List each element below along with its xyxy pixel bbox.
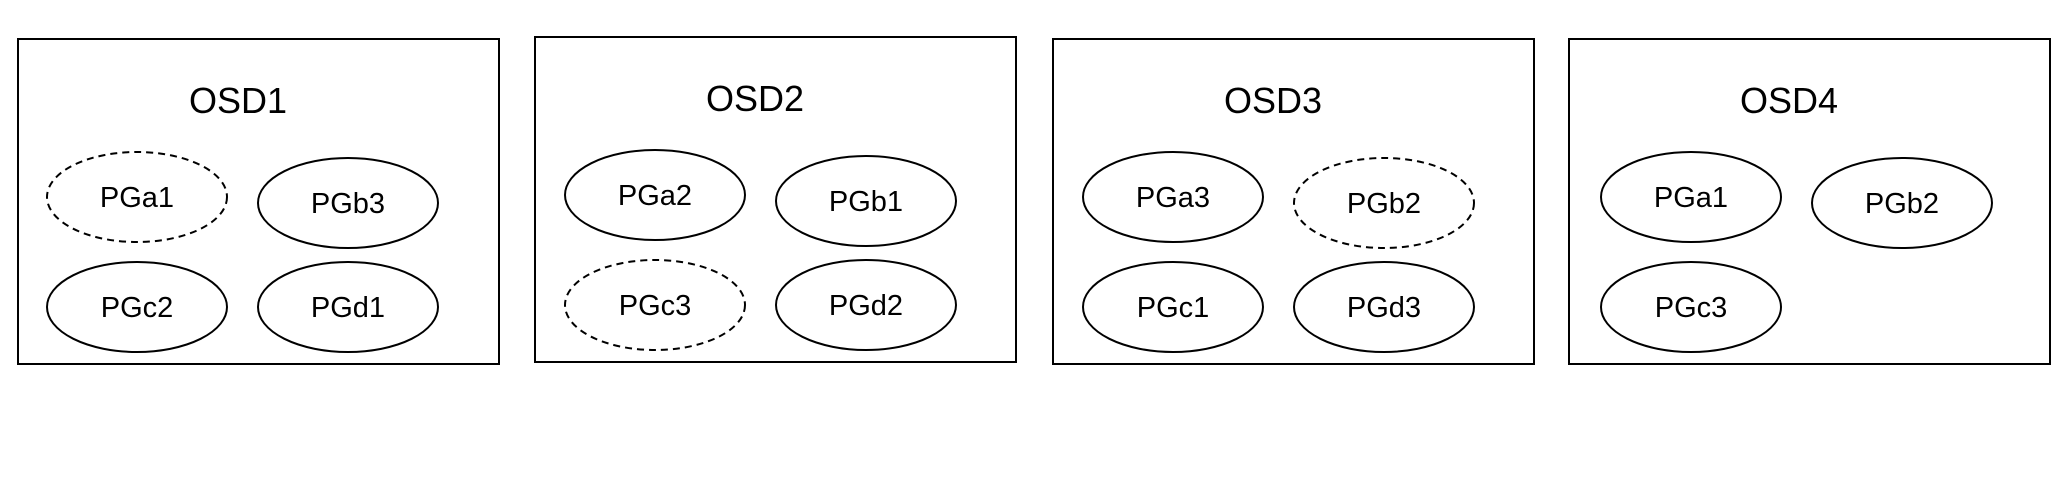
osd-title: OSD2 — [706, 78, 804, 119]
pg-ellipse — [1293, 157, 1475, 249]
pg-node: PGa1 — [1600, 151, 1782, 243]
osd-title: OSD3 — [1224, 80, 1322, 121]
pg-ellipse — [1600, 151, 1782, 243]
osd-box-border — [1568, 38, 2051, 365]
pg-node: PGa1 — [46, 151, 228, 243]
osd-box-1: OSD1 PGa1 PGb3 PGc2 PGd1 — [17, 38, 500, 365]
osd-box-border — [17, 38, 500, 365]
pg-ellipse — [1082, 151, 1264, 243]
pg-node: PGa2 — [564, 149, 746, 241]
pg-node: PGb2 — [1811, 157, 1993, 249]
pg-label: PGc3 — [619, 290, 692, 322]
pg-ellipse — [564, 149, 746, 241]
osd-title: OSD1 — [189, 80, 287, 121]
pg-node: PGd1 — [257, 261, 439, 353]
pg-label: PGa1 — [1654, 182, 1728, 214]
pg-label: PGc3 — [1655, 292, 1728, 324]
pg-node: PGd2 — [775, 259, 957, 351]
pg-label: PGa1 — [100, 182, 174, 214]
pg-label: PGd2 — [829, 290, 903, 322]
pg-label: PGc1 — [1137, 292, 1210, 324]
pg-ellipse — [1600, 261, 1782, 353]
pg-ellipse — [46, 151, 228, 243]
osd-box-border — [1052, 38, 1535, 365]
pg-node: PGd3 — [1293, 261, 1475, 353]
pg-label: PGd1 — [311, 292, 385, 324]
pg-ellipse — [775, 155, 957, 247]
osd-title: OSD4 — [1740, 80, 1838, 121]
pg-label: PGd3 — [1347, 292, 1421, 324]
osd-box-border — [534, 36, 1017, 363]
pg-label: PGa3 — [1136, 182, 1210, 214]
pg-ellipse — [1082, 261, 1264, 353]
osd-box-2: OSD2 PGa2 PGb1 PGc3 PGd2 — [534, 36, 1017, 363]
pg-label: PGc2 — [101, 292, 174, 324]
pg-label: PGa2 — [618, 180, 692, 212]
pg-label: PGb2 — [1347, 188, 1421, 220]
pg-node: PGc3 — [1600, 261, 1782, 353]
osd-box-4: OSD4 PGa1 PGb2 PGc3 — [1568, 38, 2051, 365]
pg-node: PGb3 — [257, 157, 439, 249]
pg-ellipse — [257, 261, 439, 353]
osd-box-3: OSD3 PGa3 PGb2 PGc1 PGd3 — [1052, 38, 1535, 365]
pg-node: PGa3 — [1082, 151, 1264, 243]
pg-label: PGb3 — [311, 188, 385, 220]
pg-label: PGb2 — [1865, 188, 1939, 220]
pg-node: PGb2 — [1293, 157, 1475, 249]
pg-ellipse — [1811, 157, 1993, 249]
pg-node: PGc2 — [46, 261, 228, 353]
pg-ellipse — [564, 259, 746, 351]
pg-ellipse — [775, 259, 957, 351]
pg-ellipse — [1293, 261, 1475, 353]
pg-node: PGb1 — [775, 155, 957, 247]
pg-ellipse — [46, 261, 228, 353]
pg-label: PGb1 — [829, 186, 903, 218]
pg-node: PGc1 — [1082, 261, 1264, 353]
pg-node: PGc3 — [564, 259, 746, 351]
pg-ellipse — [257, 157, 439, 249]
